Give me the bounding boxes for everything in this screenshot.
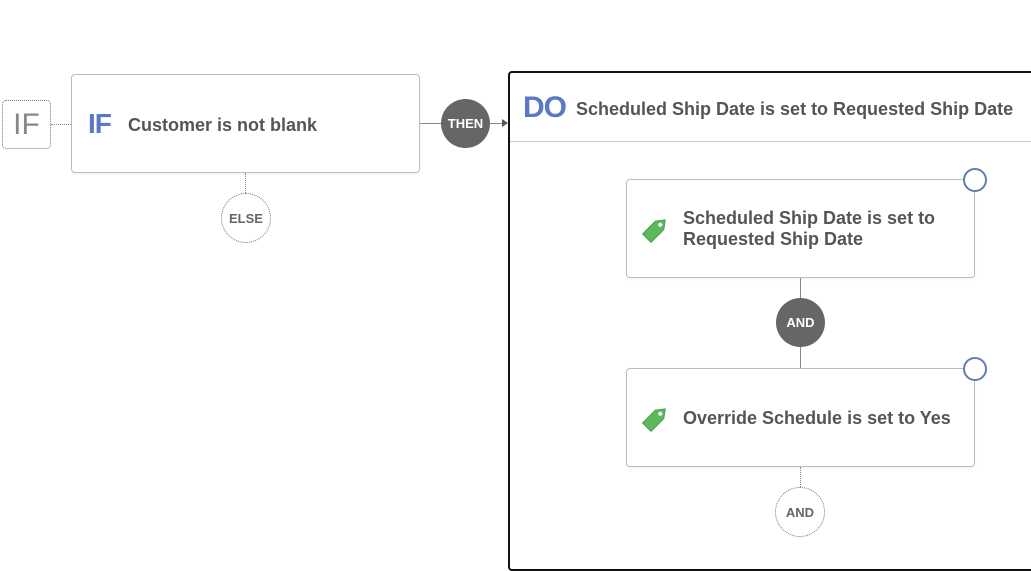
- and-line-top: [800, 278, 801, 298]
- and-connector[interactable]: AND: [776, 298, 825, 347]
- do-title: Scheduled Ship Date is set to Requested …: [576, 99, 1014, 119]
- do-panel[interactable]: DO Scheduled Ship Date is set to Request…: [508, 71, 1031, 571]
- tag-icon: [642, 408, 666, 432]
- add-and-button[interactable]: AND: [775, 487, 825, 537]
- else-button[interactable]: ELSE: [221, 193, 271, 243]
- toggle-connector-line: [51, 124, 71, 125]
- then-label: THEN: [447, 116, 484, 131]
- then-connector[interactable]: THEN: [441, 99, 490, 148]
- action-text: Scheduled Ship Date is set to Requested …: [683, 208, 936, 249]
- and-label: AND: [786, 315, 815, 330]
- then-arrow-icon: [502, 119, 508, 127]
- condition-text: Customer is not blank: [128, 115, 318, 135]
- select-circle[interactable]: [963, 357, 987, 381]
- then-line-right: [490, 123, 502, 124]
- else-label: ELSE: [229, 210, 263, 226]
- add-and-label: AND: [785, 504, 815, 520]
- action-text: Override Schedule is set to Yes: [683, 408, 951, 428]
- add-and-connector-line: [800, 467, 801, 487]
- tag-icon: [642, 219, 666, 243]
- if-toggle[interactable]: IF: [2, 100, 51, 149]
- if-condition-card[interactable]: IF Customer is not blank: [71, 74, 420, 173]
- else-connector-line: [245, 173, 246, 193]
- do-header: DO Scheduled Ship Date is set to Request…: [510, 73, 1031, 142]
- action-card-2[interactable]: Override Schedule is set to Yes: [626, 357, 987, 467]
- action-card-1[interactable]: Scheduled Ship Date is set to Requested …: [626, 168, 987, 278]
- and-line-bottom: [800, 347, 801, 368]
- if-toggle-label: IF: [13, 107, 40, 141]
- do-keyword: DO: [523, 91, 567, 124]
- select-circle[interactable]: [963, 168, 987, 192]
- then-line-left: [420, 123, 441, 124]
- if-keyword: IF: [88, 108, 112, 139]
